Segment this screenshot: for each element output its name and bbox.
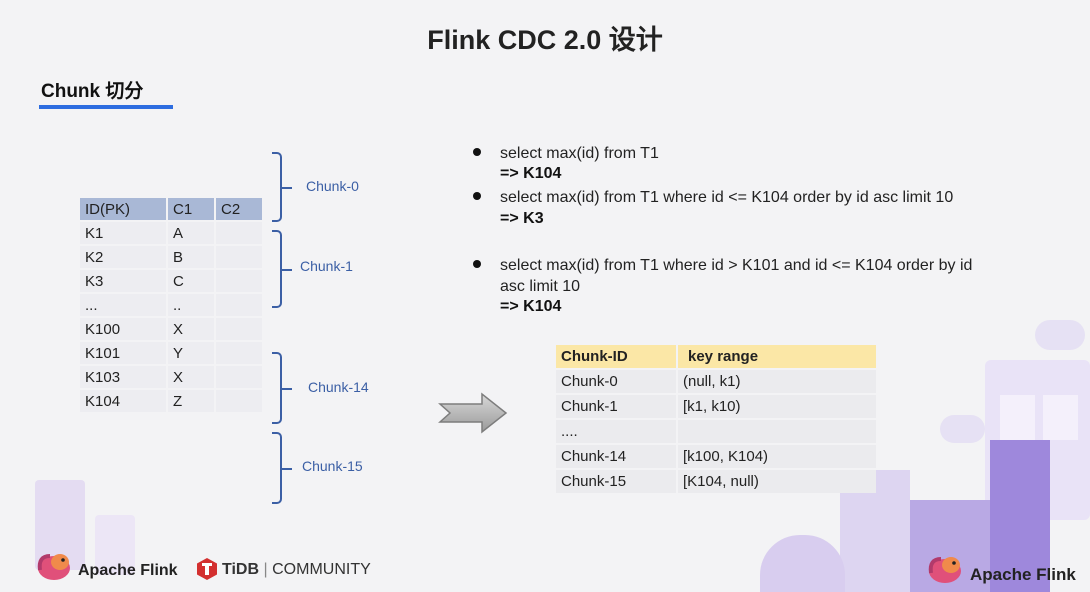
table-cell: [k1, k10) bbox=[678, 395, 876, 418]
table-row: .... bbox=[556, 420, 876, 443]
table-cell: K100 bbox=[80, 318, 166, 340]
table-cell bbox=[678, 420, 876, 443]
header-cell-text: key range bbox=[688, 348, 759, 365]
header-cell: ID(PK) bbox=[80, 198, 166, 220]
chunk-0-label: Chunk-0 bbox=[306, 178, 359, 194]
table-cell: Chunk-15 bbox=[556, 470, 676, 493]
tidb-community: COMMUNITY bbox=[272, 561, 371, 578]
section-heading: Chunk 切分 bbox=[41, 81, 144, 102]
table-cell: B bbox=[168, 246, 214, 268]
chunk-14-label: Chunk-14 bbox=[308, 379, 369, 395]
query-1-result: => K104 bbox=[500, 165, 562, 182]
table-cell bbox=[216, 222, 262, 244]
table-cell: Chunk-14 bbox=[556, 445, 676, 468]
header-cell: C1 bbox=[168, 198, 214, 220]
table-cell bbox=[216, 390, 262, 412]
table-cell: K104 bbox=[80, 390, 166, 412]
query-1: select max(id) from T1 bbox=[500, 145, 659, 162]
table-cell: C bbox=[168, 270, 214, 292]
chunk-0-brace bbox=[272, 152, 292, 222]
tidb-logo-icon bbox=[197, 558, 217, 580]
table-cell bbox=[216, 342, 262, 364]
data-table-header: ID(PK) C1 C2 bbox=[80, 198, 262, 220]
bullet-dot bbox=[473, 192, 481, 200]
table-cell: K103 bbox=[80, 366, 166, 388]
chunk-15-label: Chunk-15 bbox=[302, 458, 363, 474]
bullet-dot bbox=[473, 260, 481, 268]
table-row: Chunk-0(null, k1) bbox=[556, 370, 876, 393]
table-cell: K1 bbox=[80, 222, 166, 244]
query-3-cont: asc limit 10 bbox=[500, 278, 581, 295]
table-cell: A bbox=[168, 222, 214, 244]
table-cell: [K104, null) bbox=[678, 470, 876, 493]
table-row: Chunk-14[k100, K104) bbox=[556, 445, 876, 468]
footer-tidb: TiDB | COMMUNITY bbox=[222, 561, 371, 579]
chunk-14-brace bbox=[272, 352, 292, 424]
query-2-result: => K3 bbox=[500, 210, 544, 227]
table-cell: K3 bbox=[80, 270, 166, 292]
tidb-brand: TiDB bbox=[222, 561, 260, 578]
table-cell: .. bbox=[168, 294, 214, 316]
table-cell bbox=[216, 366, 262, 388]
table-cell: [k100, K104) bbox=[678, 445, 876, 468]
chunk-table-header: Chunk-ID key range bbox=[556, 345, 876, 368]
table-cell: .... bbox=[556, 420, 676, 443]
table-cell: ... bbox=[80, 294, 166, 316]
table-row: ..... bbox=[80, 294, 262, 316]
table-cell: X bbox=[168, 366, 214, 388]
chunk-range-table: Chunk-ID key range Chunk-0(null, k1) Chu… bbox=[554, 343, 878, 495]
chunk-1-label: Chunk-1 bbox=[300, 258, 353, 274]
query-2: select max(id) from T1 where id <= K104 … bbox=[500, 189, 954, 206]
table-cell: X bbox=[168, 318, 214, 340]
query-3-result: => K104 bbox=[500, 298, 562, 315]
table-row: Chunk-15[K104, null) bbox=[556, 470, 876, 493]
footer-right-brand: Apache Flink bbox=[970, 565, 1076, 584]
header-cell: Chunk-ID bbox=[556, 345, 676, 368]
table-row: Chunk-1[k1, k10) bbox=[556, 395, 876, 418]
table-cell: Z bbox=[168, 390, 214, 412]
table-cell: K2 bbox=[80, 246, 166, 268]
table-cell: K101 bbox=[80, 342, 166, 364]
squirrel-logo-icon bbox=[928, 557, 961, 583]
table-cell bbox=[216, 246, 262, 268]
footer-left-brand: Apache Flink bbox=[78, 562, 178, 579]
table-cell: Chunk-1 bbox=[556, 395, 676, 418]
slide-title: Flink CDC 2.0 设计 bbox=[427, 25, 663, 55]
header-cell: key range bbox=[678, 345, 876, 368]
decor-bottom-left bbox=[0, 440, 180, 592]
table-cell bbox=[216, 318, 262, 340]
section-underline bbox=[39, 105, 173, 109]
table-cell bbox=[216, 270, 262, 292]
header-cell: C2 bbox=[216, 198, 262, 220]
squirrel-logo-icon bbox=[37, 554, 70, 580]
right-arrow-icon bbox=[438, 392, 508, 434]
bullet-dot bbox=[473, 148, 481, 156]
chunk-1-brace bbox=[272, 230, 292, 308]
decor-bottom-right bbox=[760, 320, 1090, 592]
table-cell: Y bbox=[168, 342, 214, 364]
chunk-15-brace bbox=[272, 432, 292, 504]
tidb-separator: | bbox=[263, 561, 273, 578]
query-3: select max(id) from T1 where id > K101 a… bbox=[500, 257, 973, 274]
table-cell: (null, k1) bbox=[678, 370, 876, 393]
table-cell bbox=[216, 294, 262, 316]
table-cell: Chunk-0 bbox=[556, 370, 676, 393]
